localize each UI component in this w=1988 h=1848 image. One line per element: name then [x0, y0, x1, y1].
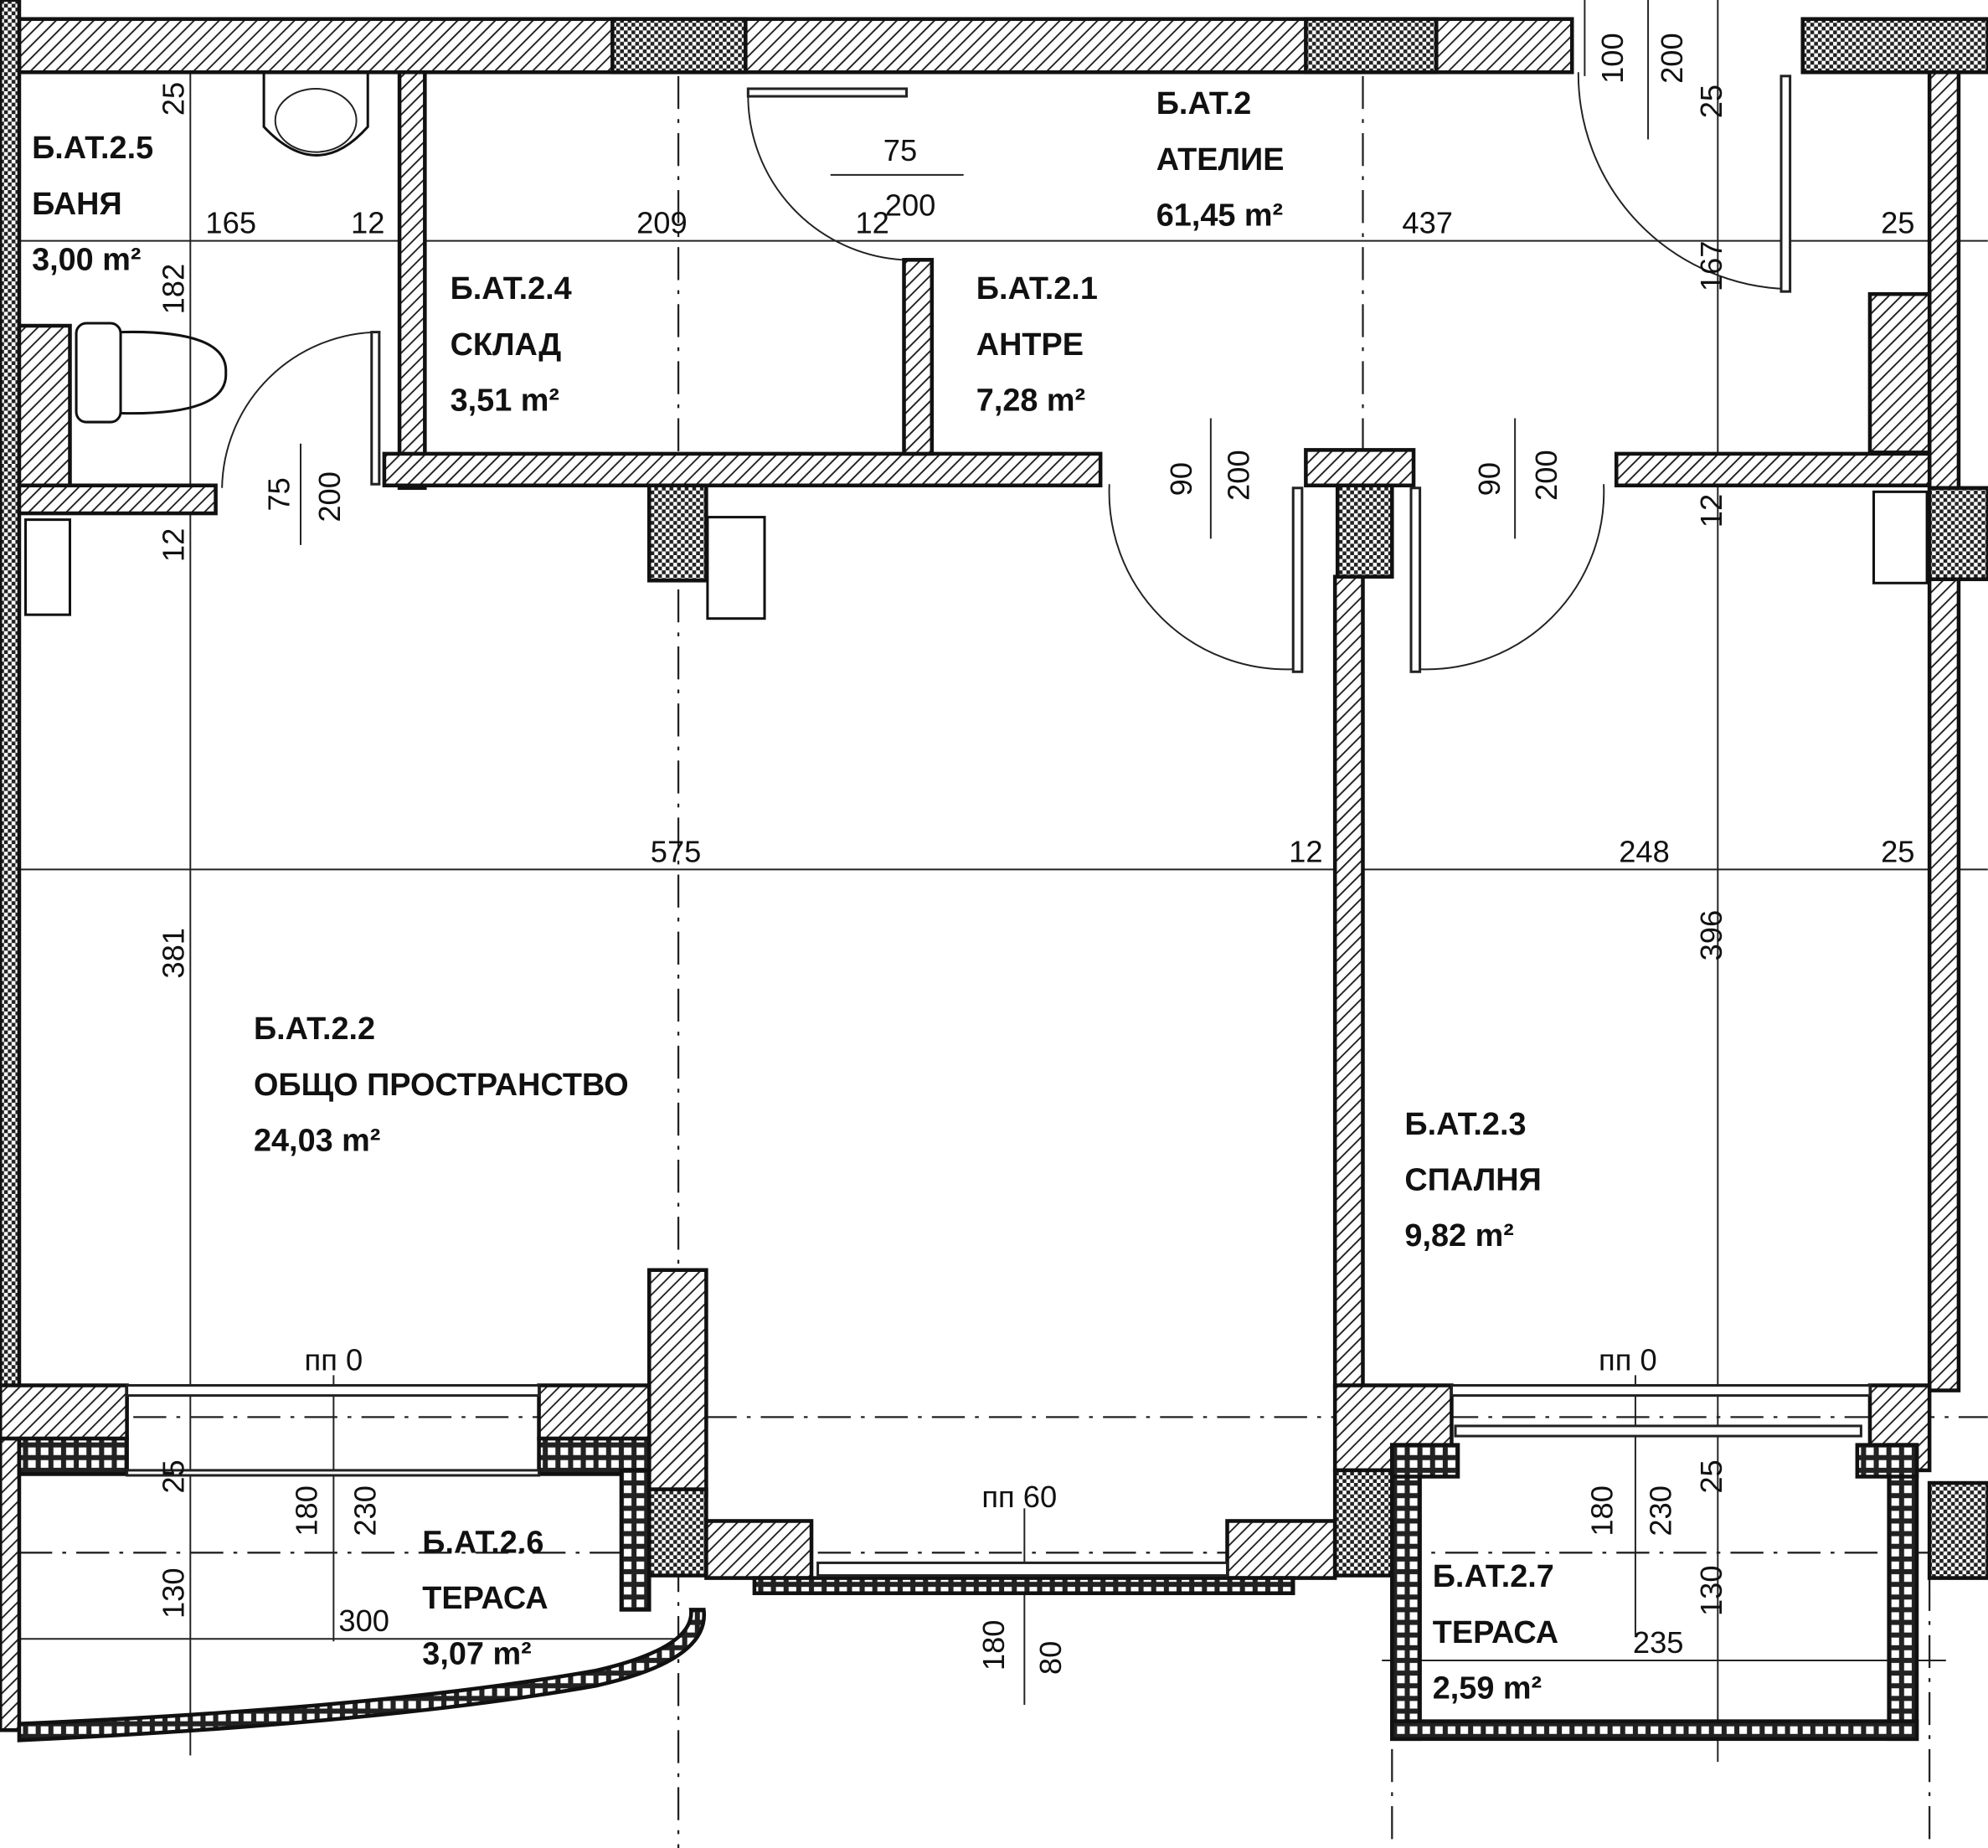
dim-label: 248: [1619, 834, 1670, 868]
dim-label: 437: [1402, 206, 1453, 240]
dimension-lines: [0, 0, 1988, 1763]
dim-label: 167: [1694, 241, 1728, 292]
svg-text:9,82 m²: 9,82 m²: [1404, 1218, 1513, 1253]
terrace-parapets: [17, 1436, 1919, 1742]
svg-text:3,00 m²: 3,00 m²: [32, 242, 141, 277]
dim-label: 180: [290, 1485, 324, 1537]
svg-text:Б.АТ.2.2: Б.АТ.2.2: [254, 1012, 375, 1047]
dim-label: 12: [1289, 834, 1322, 868]
dim-label: 90: [1472, 462, 1506, 496]
svg-text:Б.АТ.2.7: Б.АТ.2.7: [1433, 1559, 1554, 1594]
svg-text:ТЕРАСА: ТЕРАСА: [1433, 1615, 1558, 1650]
dim-label: 25: [1881, 206, 1914, 240]
dim-label: 575: [651, 834, 702, 868]
dim-label: 75: [261, 477, 296, 511]
svg-text:2,59 m²: 2,59 m²: [1433, 1670, 1542, 1706]
dimension-texts-horizontal: 165 12 209 12 437 25 75 200 575 12 248 2…: [205, 133, 1914, 1660]
svg-text:3,07 m²: 3,07 m²: [422, 1637, 531, 1672]
dim-label: 90: [1164, 462, 1198, 496]
svg-text:Б.АТ.2.5: Б.АТ.2.5: [32, 131, 153, 166]
dim-label: 12: [351, 206, 384, 240]
dim-label: 200: [1221, 450, 1255, 501]
dim-label: 235: [1633, 1625, 1684, 1660]
dim-label: 25: [1694, 1459, 1728, 1493]
svg-text:АТЕЛИЕ: АТЕЛИЕ: [1156, 142, 1285, 178]
dim-label: 25: [157, 1459, 191, 1493]
svg-text:Б.АТ.2: Б.АТ.2: [1156, 86, 1252, 121]
dim-label: пп 0: [1599, 1342, 1657, 1377]
dim-label: 25: [157, 82, 191, 116]
dim-label: 200: [312, 471, 347, 522]
dim-label: 209: [636, 206, 688, 240]
dim-label: 100: [1595, 33, 1630, 84]
dim-label: 200: [1529, 450, 1563, 501]
svg-text:БАНЯ: БАНЯ: [32, 187, 122, 222]
svg-text:АНТРЕ: АНТРЕ: [976, 327, 1084, 363]
svg-text:3,51 m²: 3,51 m²: [451, 383, 559, 418]
dimension-texts-vertical: 25 182 75 200 12 381 100 200 25 167 90 2…: [157, 33, 1728, 1675]
sink-icon: [262, 72, 369, 157]
dim-label: 180: [1585, 1485, 1620, 1537]
svg-text:ОБЩО ПРОСТРАНСТВО: ОБЩО ПРОСТРАНСТВО: [254, 1068, 629, 1103]
svg-text:24,03 m²: 24,03 m²: [254, 1123, 380, 1158]
svg-text:Б.АТ.2.6: Б.АТ.2.6: [422, 1525, 543, 1560]
dim-label: 230: [1643, 1485, 1677, 1537]
dim-label: 12: [157, 528, 191, 562]
dim-label: 200: [1655, 33, 1689, 84]
toilet-icon: [75, 322, 122, 424]
dim-label: 300: [338, 1603, 389, 1638]
svg-text:СКЛАД: СКЛАД: [451, 327, 562, 363]
dim-label: 130: [157, 1567, 191, 1619]
dim-label: 230: [348, 1485, 382, 1537]
dim-label: 25: [1694, 85, 1728, 118]
dim-label: 25: [1881, 834, 1914, 868]
dim-label: 12: [1694, 494, 1728, 528]
svg-text:Б.АТ.2.3: Б.АТ.2.3: [1404, 1107, 1526, 1142]
dim-label: 381: [157, 928, 191, 979]
doors: [221, 72, 1792, 673]
svg-text:СПАЛНЯ: СПАЛНЯ: [1404, 1162, 1541, 1197]
dim-label: 180: [976, 1620, 1011, 1671]
svg-text:ТЕРАСА: ТЕРАСА: [422, 1581, 548, 1616]
dim-label: 80: [1033, 1641, 1068, 1675]
svg-text:Б.АТ.2.4: Б.АТ.2.4: [451, 271, 572, 306]
dim-label: 130: [1694, 1565, 1728, 1616]
svg-text:Б.АТ.2.1: Б.АТ.2.1: [976, 271, 1098, 306]
dim-label: 75: [883, 133, 917, 167]
bathroom-fixtures: [24, 72, 1929, 620]
dim-label: 165: [205, 206, 256, 240]
svg-text:61,45 m²: 61,45 m²: [1156, 198, 1283, 233]
dim-label: пп 0: [305, 1342, 363, 1377]
dim-label: 182: [157, 264, 191, 315]
dim-label: 200: [885, 188, 936, 222]
windows: [126, 1383, 1872, 1578]
svg-text:7,28 m²: 7,28 m²: [976, 383, 1085, 418]
dim-label: пп 60: [981, 1480, 1057, 1514]
dim-label: 12: [855, 206, 888, 240]
dim-label: 396: [1694, 910, 1728, 961]
